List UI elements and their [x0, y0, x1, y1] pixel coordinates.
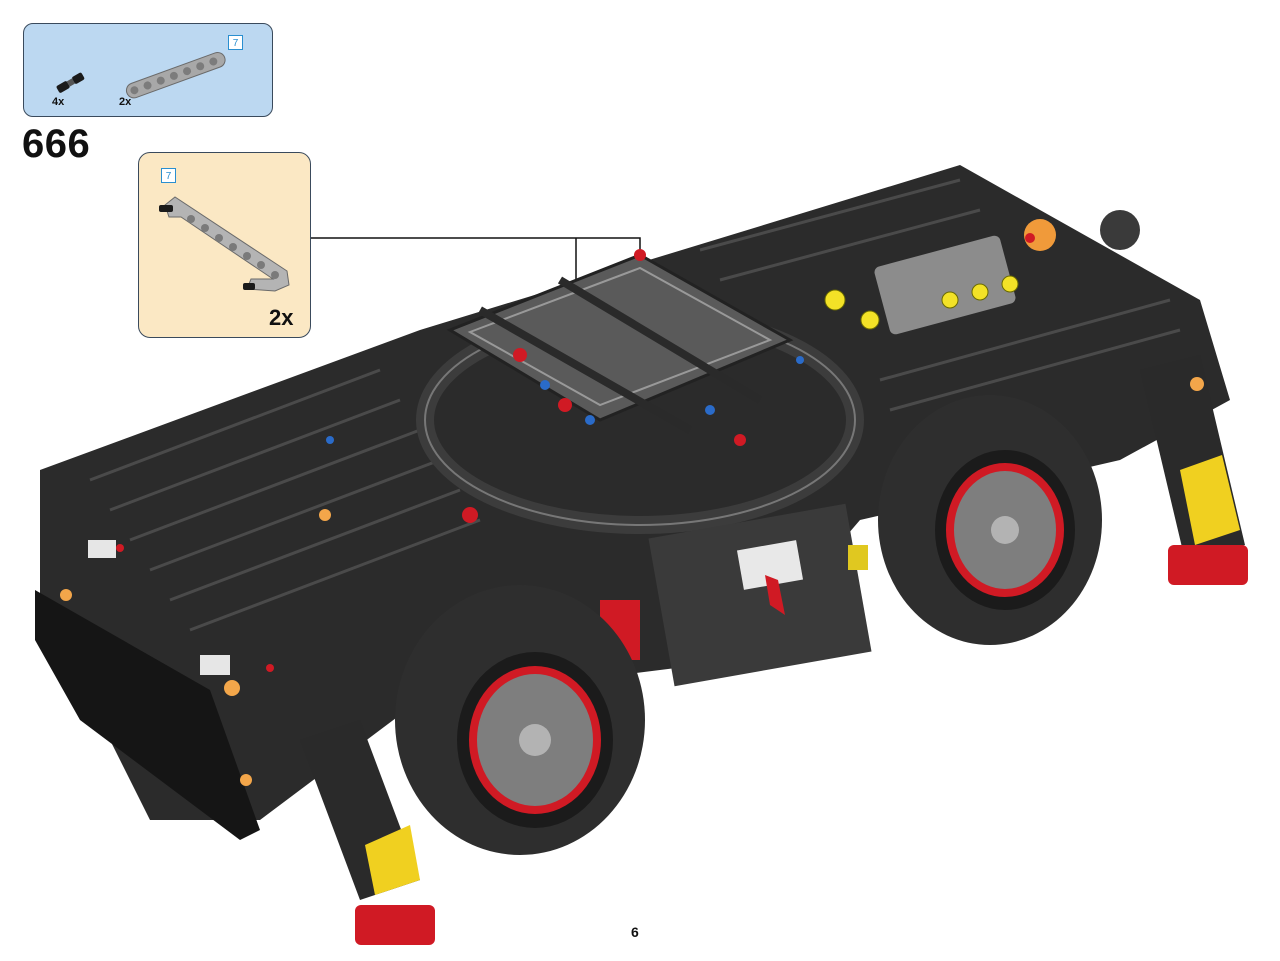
liftarm-qty: 2x [119, 96, 132, 108]
orange-gear [1024, 219, 1056, 251]
outrigger-front [300, 720, 435, 945]
callout-length-badge: 7 [161, 168, 176, 183]
front-wheel [395, 585, 645, 855]
liftarm-icon [125, 51, 226, 99]
page-number: 6 [631, 924, 639, 940]
pin-qty: 4x [52, 96, 65, 108]
front-bumper [35, 590, 260, 840]
outrigger-rear [1140, 355, 1248, 585]
engine-block [874, 235, 1016, 335]
rear-wheel [878, 395, 1102, 645]
l-liftarm-icon [159, 196, 290, 292]
callout-qty: 2x [269, 305, 294, 330]
gauge-panel [736, 540, 804, 590]
length-badge: 7 [228, 35, 243, 50]
parts-list-box: 4x 2x 7 [23, 23, 273, 117]
pin-icon [56, 72, 85, 93]
step-number: 666 [22, 122, 91, 166]
callout-box: 7 2x [138, 152, 311, 338]
chassis [40, 165, 1230, 820]
